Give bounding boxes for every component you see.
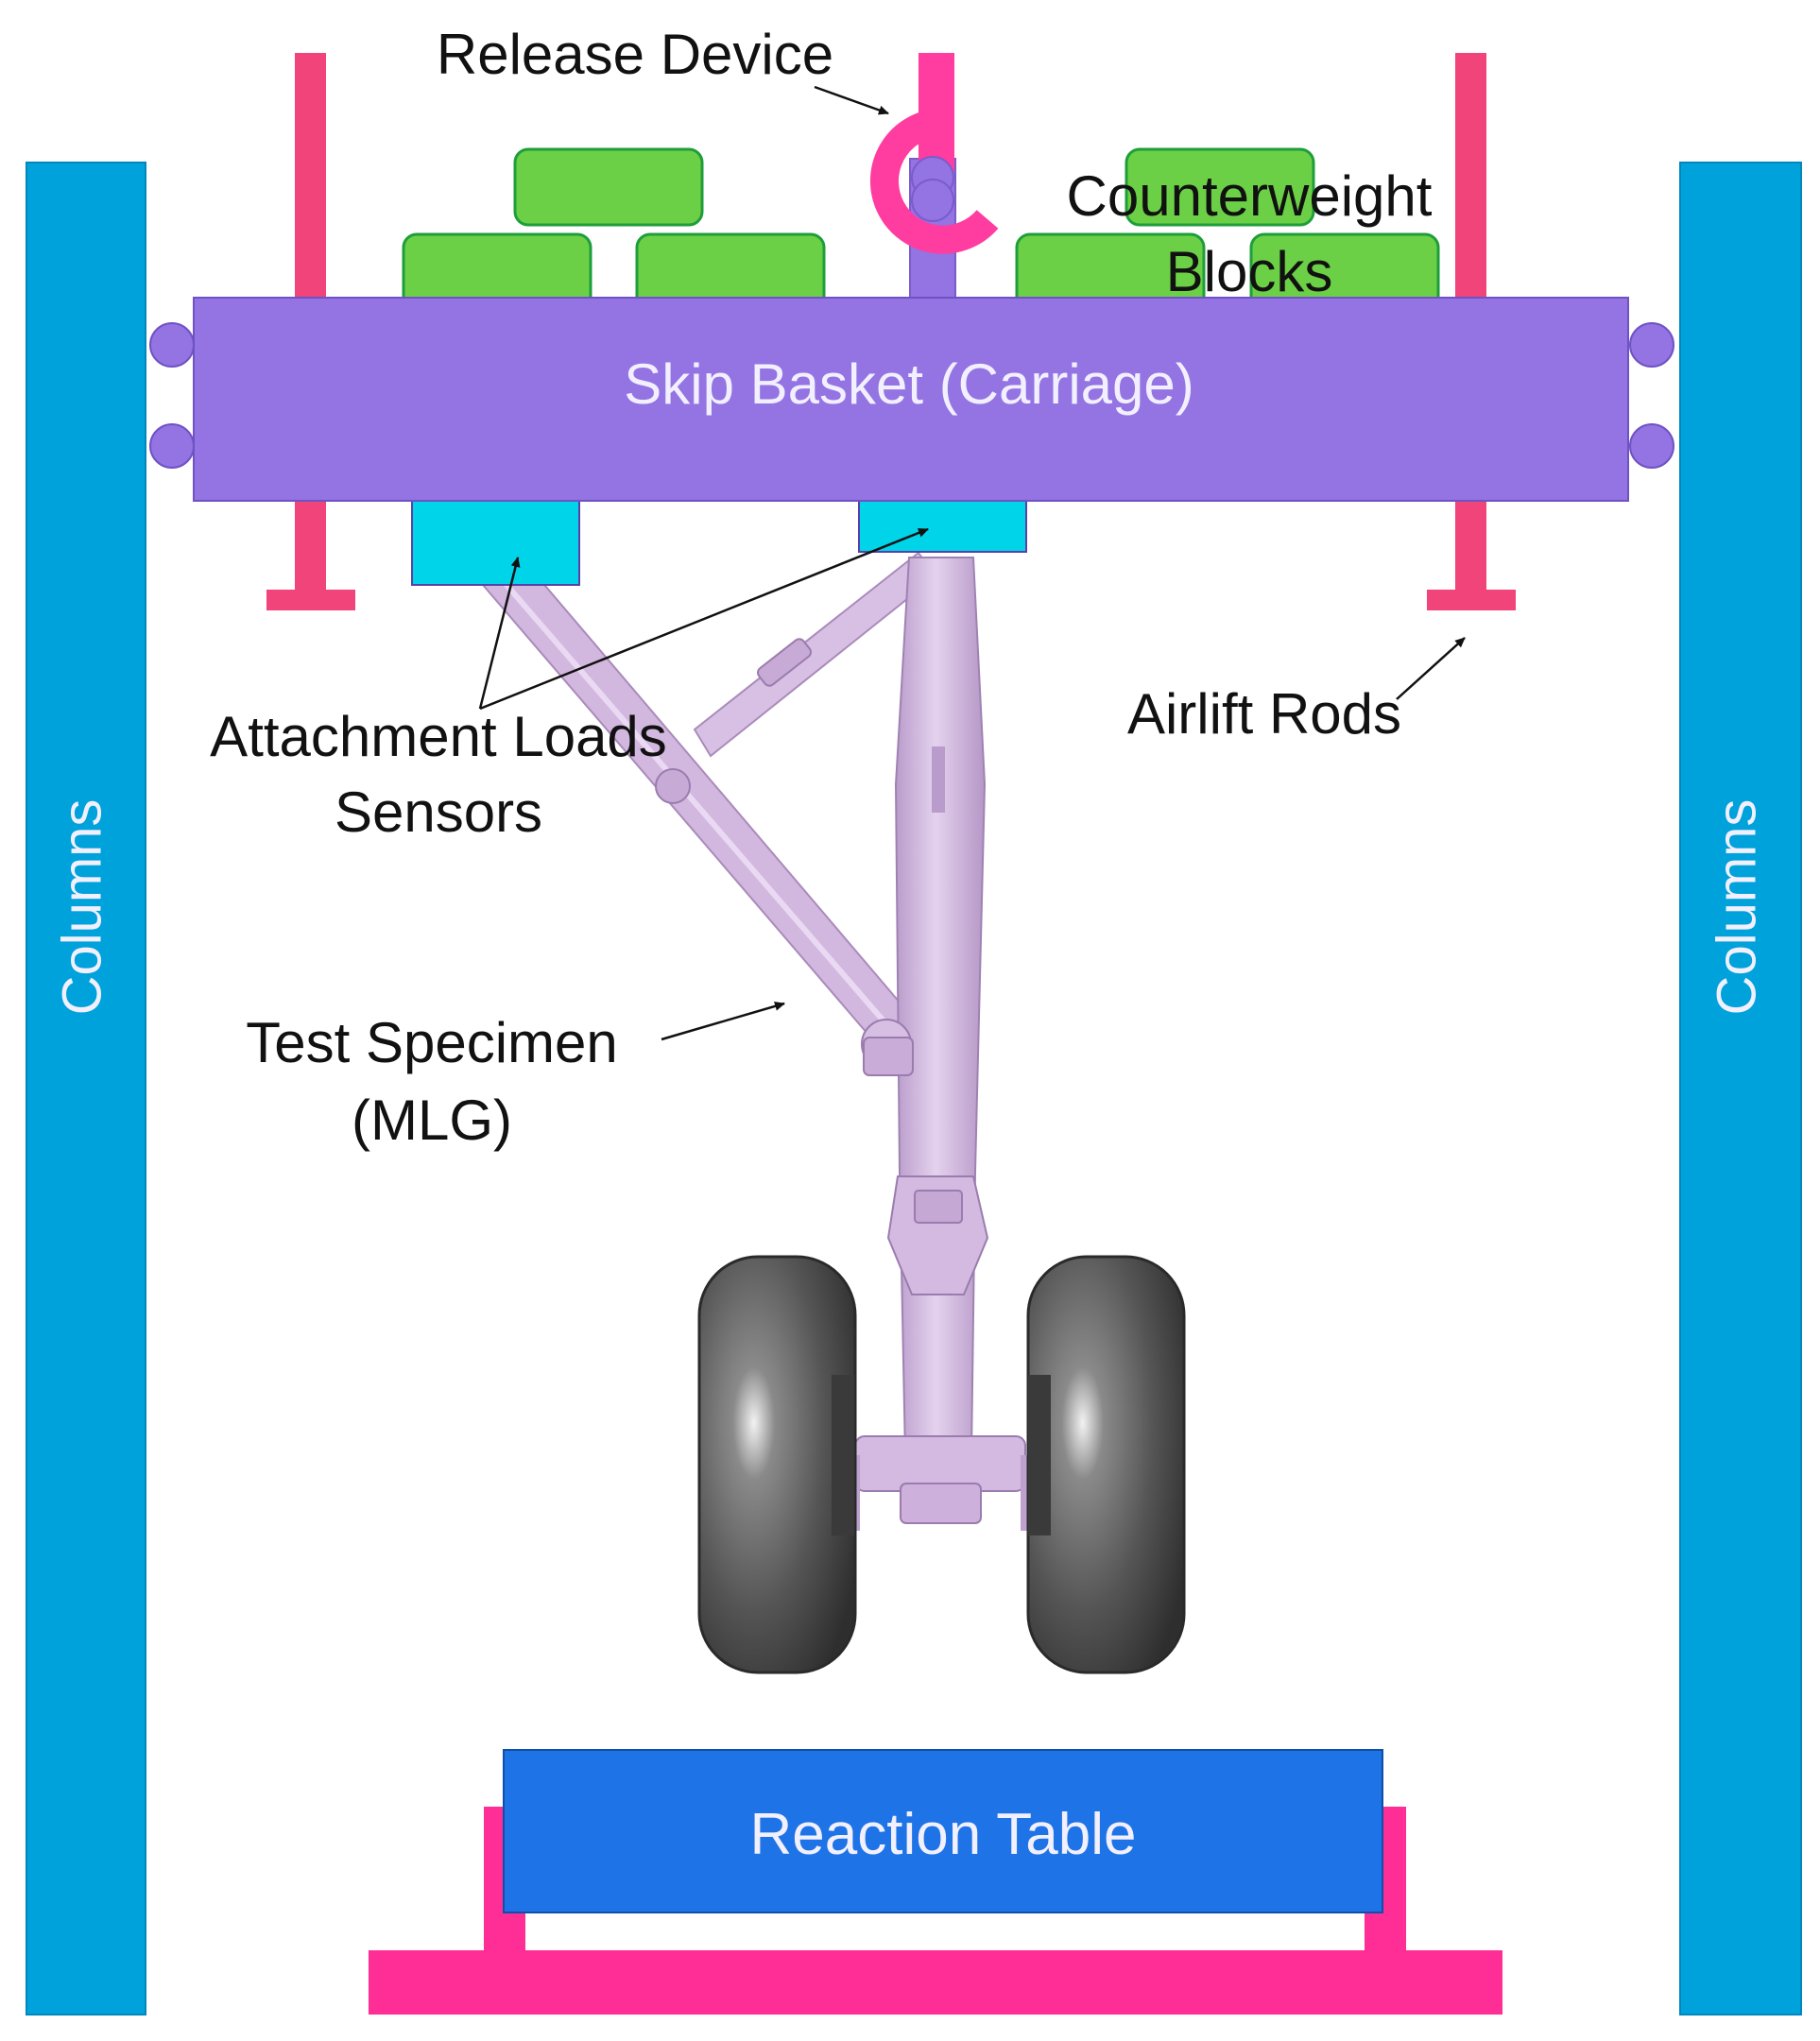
sensors-label-line2: Sensors — [335, 780, 542, 844]
release-device — [869, 53, 999, 301]
sensor-arrow-right — [479, 527, 929, 711]
leader-arrows — [478, 85, 1466, 1041]
specimen-label-line2: (MLG) — [352, 1089, 512, 1152]
skip-basket-label: Skip Basket (Carriage) — [624, 352, 1194, 416]
specimen-arrow — [661, 1002, 785, 1041]
release-device-label: Release Device — [437, 23, 833, 86]
counterweight-label-line1: Counterweight — [1067, 164, 1433, 228]
column-left-label: Columns — [51, 799, 112, 1016]
sensor-arrow-left — [478, 557, 521, 710]
carriage-roller-right-bottom — [1629, 423, 1674, 469]
reaction-table: Reaction Table — [369, 1749, 1502, 2015]
airlift-rods-label: Airlift Rods — [1127, 682, 1401, 746]
tire-right — [1026, 1255, 1186, 1674]
airlift-rods-arrow — [1396, 637, 1466, 700]
column-right: Columns — [1679, 162, 1802, 2015]
specimen-label-line1: Test Specimen — [246, 1011, 618, 1074]
release-device-arrow — [814, 85, 889, 115]
reaction-table-label: Reaction Table — [749, 1802, 1136, 1867]
carriage-roller-right-top — [1629, 322, 1674, 368]
counterweight-blocks — [402, 147, 1440, 312]
skip-basket-carriage: Skip Basket (Carriage) — [149, 297, 1674, 502]
attachment-load-sensors — [411, 499, 1027, 586]
column-right-label: Columns — [1706, 799, 1767, 1016]
carriage-roller-left-bottom — [149, 423, 195, 469]
column-left: Columns — [26, 162, 146, 2015]
sensors-label-line1: Attachment Loads — [210, 705, 667, 768]
counterweight-label-line2: Blocks — [1166, 240, 1333, 303]
tire-left — [697, 1255, 857, 1674]
carriage-roller-left-top — [149, 322, 195, 368]
